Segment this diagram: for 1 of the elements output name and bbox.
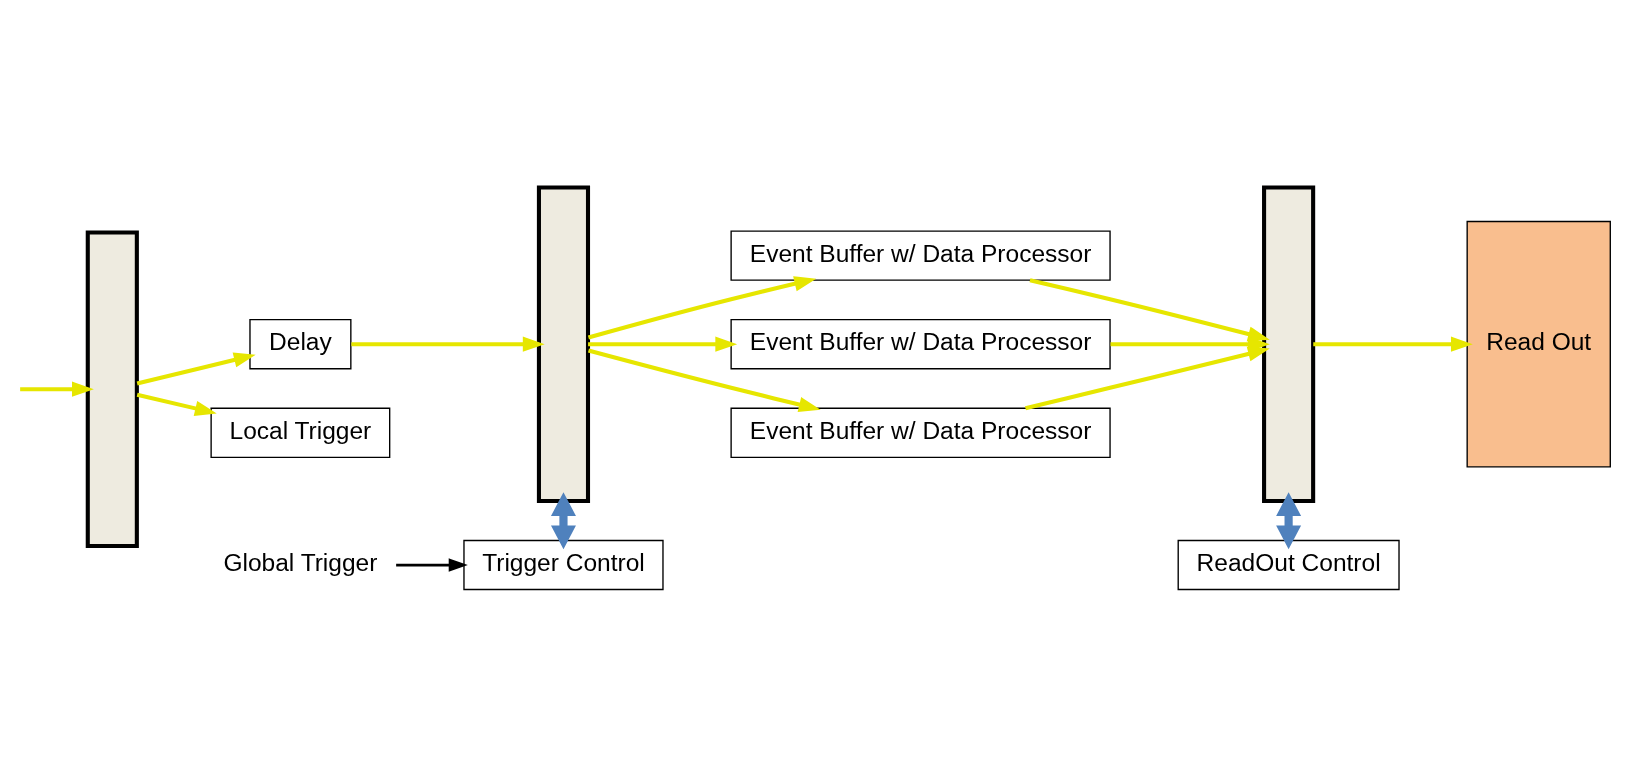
- node-text: Global Trigger: [223, 548, 378, 576]
